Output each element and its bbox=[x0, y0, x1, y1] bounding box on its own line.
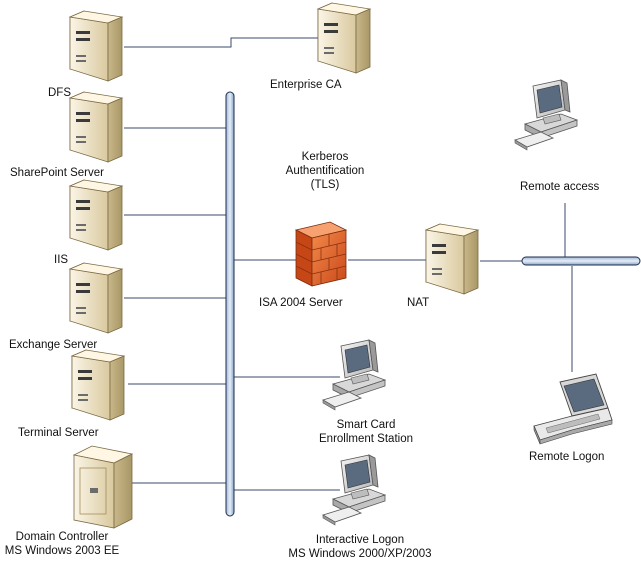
kerberos-label-line3: (TLS) bbox=[310, 179, 340, 191]
kerberos-label: Kerberos Authentification (TLS) bbox=[270, 150, 380, 192]
remote-logon-laptop-icon bbox=[533, 373, 613, 445]
nat-label: NAT bbox=[407, 297, 430, 309]
kerberos-label-line1: Kerberos bbox=[301, 151, 349, 163]
enterprise-ca-label: Enterprise CA bbox=[270, 79, 342, 91]
smart-card-label-line1: Smart Card bbox=[336, 419, 396, 431]
remote-access-label: Remote access bbox=[520, 181, 600, 193]
smart-card-label: Smart Card Enrollment Station bbox=[306, 418, 426, 446]
interactive-logon-label-line2: MS Windows 2000/XP/2003 bbox=[288, 548, 432, 560]
terminal-label: Terminal Server bbox=[18, 427, 99, 439]
terminal-server-icon bbox=[71, 349, 125, 421]
dfs-label: DFS bbox=[48, 87, 71, 99]
remote-logon-label: Remote Logon bbox=[529, 451, 605, 463]
external-network-bus bbox=[521, 256, 641, 266]
kerberos-label-line2: Authentification bbox=[285, 165, 365, 177]
enterprise-ca-server-icon bbox=[317, 2, 371, 74]
domain-controller-server-icon bbox=[72, 445, 134, 529]
smart-card-label-line2: Enrollment Station bbox=[319, 433, 413, 445]
smart-card-station-computer-icon bbox=[322, 339, 386, 411]
interactive-logon-label: Interactive Logon MS Windows 2000/XP/200… bbox=[280, 533, 440, 561]
domain-controller-label-line1: Domain Controller bbox=[15, 531, 109, 543]
exchange-label: Exchange Server bbox=[9, 339, 98, 351]
connector-lines bbox=[124, 37, 573, 491]
remote-access-computer-icon bbox=[514, 79, 578, 151]
nat-server-icon bbox=[425, 223, 479, 295]
exchange-server-icon bbox=[69, 262, 123, 334]
network-backbone-bus bbox=[225, 91, 235, 517]
sharepoint-server-icon bbox=[69, 91, 123, 163]
interactive-logon-label-line1: Interactive Logon bbox=[315, 534, 405, 546]
iis-label: IIS bbox=[54, 254, 69, 266]
firewall-icon bbox=[294, 221, 348, 287]
iis-server-icon bbox=[69, 179, 123, 251]
isa-server-label: ISA 2004 Server bbox=[259, 297, 343, 309]
domain-controller-label-line2: MS Windows 2003 EE bbox=[4, 545, 120, 557]
dfs-server-icon bbox=[69, 10, 123, 82]
sharepoint-label: SharePoint Server bbox=[10, 167, 104, 179]
domain-controller-label: Domain Controller MS Windows 2003 EE bbox=[2, 530, 122, 558]
